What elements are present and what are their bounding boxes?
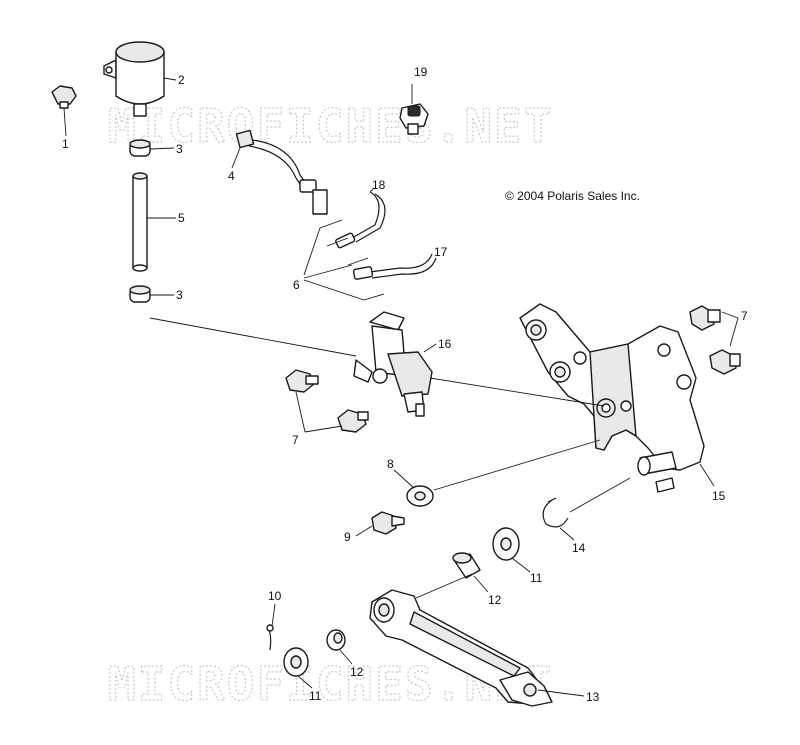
part-7-bolt-left-a: [285, 369, 319, 393]
part-9-bolt: [371, 511, 405, 535]
callout-3-upper: 3: [176, 142, 183, 156]
callout-9: 9: [344, 530, 351, 544]
part-6-gaskets: [319, 219, 385, 301]
callout-17: 17: [434, 245, 448, 259]
part-7-bolt-left-b: [337, 409, 369, 433]
part-18-hose: [335, 191, 386, 249]
part-1-bolt: [51, 85, 77, 109]
part-11-washer-lower: [283, 647, 309, 677]
callout-14: 14: [572, 541, 586, 555]
part-19-grommet: [399, 103, 429, 135]
part-14-spring-clip: [542, 497, 569, 528]
copyright-text: © 2004 Polaris Sales Inc.: [505, 189, 640, 203]
watermark-top: MICROFICHES.NET: [108, 99, 553, 153]
part-3-clamp-bottom: [129, 285, 151, 303]
part-5-tube: [132, 172, 148, 272]
callout-5: 5: [178, 211, 185, 225]
callout-18: 18: [372, 178, 386, 192]
callout-10: 10: [268, 589, 282, 603]
callout-4: 4: [228, 169, 235, 183]
callout-12-lower: 12: [350, 665, 364, 679]
part-2-reservoir: [103, 41, 165, 117]
callout-7-left: 7: [292, 433, 299, 447]
leader-lines: [63, 77, 739, 697]
callout-3-lower: 3: [176, 288, 183, 302]
callout-15: 15: [712, 489, 726, 503]
callout-2: 2: [178, 73, 185, 87]
part-16-master-cylinder: [353, 311, 433, 417]
callout-19: 19: [414, 65, 428, 79]
callout-12-upper: 12: [488, 593, 502, 607]
part-3-clamp-top: [129, 139, 151, 157]
part-13-brake-pedal: [369, 589, 553, 707]
callout-7-right: 7: [741, 309, 748, 323]
part-17-hose: [352, 253, 437, 280]
part-8-washer: [406, 485, 434, 507]
part-4-switch: [235, 129, 328, 215]
callout-11-upper: 11: [530, 571, 543, 585]
callout-11-lower: 11: [309, 689, 322, 703]
part-7-bolt-right-a: [689, 305, 721, 331]
callout-16: 16: [438, 337, 452, 351]
part-15-bracket: [519, 303, 705, 493]
part-7-bolt-right-b: [709, 349, 741, 375]
part-12-bushing-upper: [452, 552, 481, 579]
part-12-bushing-lower: [326, 629, 346, 651]
callout-1: 1: [62, 137, 69, 151]
callout-8: 8: [387, 457, 394, 471]
callout-13: 13: [586, 690, 600, 704]
callout-6: 6: [293, 278, 300, 292]
part-10-cotter-pin: [266, 624, 274, 651]
part-11-washer-upper: [492, 527, 520, 561]
